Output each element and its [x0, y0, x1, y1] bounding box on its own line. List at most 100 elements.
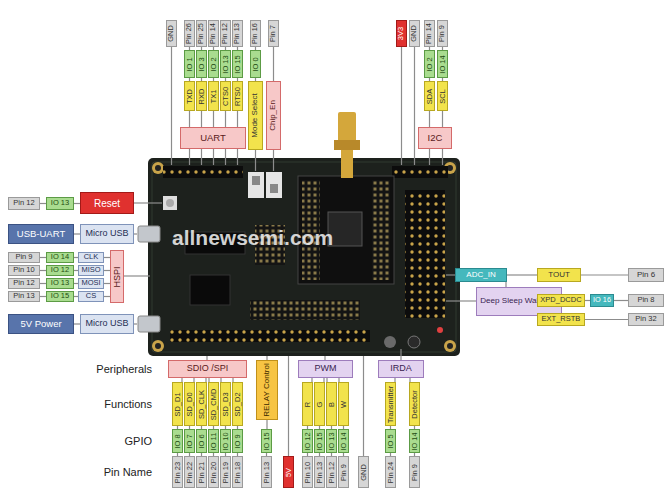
tag-text-block: IO 11 [209, 432, 217, 450]
tag-content: SD_D2 [233, 383, 242, 425]
signal-tag: IO 16 [590, 294, 614, 307]
tag-text: RELAY Control [263, 363, 272, 417]
row-label: GPIO [40, 435, 152, 447]
tag-content: Pin 10 [9, 266, 39, 275]
pin-tag: Pin 21 [196, 456, 207, 488]
tag-text-block: GND [410, 25, 418, 42]
pin-tag: Pin 14 [208, 20, 219, 47]
pin-tag: Pin 14 [424, 20, 435, 47]
pin-tag: Pin 25 [196, 20, 207, 47]
tag-text: Pin 9 [410, 463, 418, 480]
tag-text-block: CLK [84, 253, 99, 261]
tag-text: IO 15 [315, 432, 323, 450]
tag-text: 3V3 [397, 27, 405, 40]
tag-text: IO 15 [51, 292, 69, 300]
tag-content: Reset [81, 193, 133, 213]
tag-content: Pin 12 [9, 279, 39, 288]
tag-content: IO 12 [47, 266, 73, 275]
tag-content: TX1 [209, 82, 218, 110]
tag-text-block: Detector [410, 390, 418, 418]
tag-text-block: Pin 9 [438, 25, 446, 42]
tag-content: Pin 22 [185, 457, 194, 487]
tag-text-block: Pin 23 [173, 461, 181, 482]
tag-content: Pin 13 [233, 21, 242, 46]
pin-tag: Pin 12 [326, 456, 337, 488]
pin-tag: Pin 9 [8, 252, 40, 263]
function-tag: CTS0 [220, 81, 231, 111]
tag-text-block: IO 13 [51, 279, 69, 287]
group-box: UART [180, 127, 246, 149]
tag-content: TXD [185, 82, 194, 110]
tag-text-block: Pin 6 [637, 271, 655, 280]
tag-text-block: IO 14 [339, 432, 347, 450]
power-tag: 3V3 [396, 20, 407, 47]
tag-content: SDIO /SPI [169, 361, 246, 377]
tag-text: PWM [315, 364, 337, 374]
tag-content: Pin 19 [221, 457, 230, 487]
tag-text: IO 11 [209, 432, 217, 450]
port-box: Micro USB [80, 224, 134, 244]
pin-tag: Pin 12 [220, 20, 231, 47]
tag-text: Pin 14 [425, 23, 433, 44]
tag-text: G [315, 401, 323, 407]
gpio-tag: IO 10 [220, 429, 231, 453]
pin-tag: GND [358, 456, 369, 488]
tag-content: Pin 6 [629, 269, 663, 281]
tag-text-block: IO 13 [51, 199, 69, 207]
tag-text-block: Pin 13 [262, 461, 270, 482]
tag-content: IO 14 [339, 430, 348, 452]
function-tag: TOUT [537, 268, 581, 282]
tag-text: Chip_En [269, 100, 278, 131]
tag-content: Pin 9 [9, 253, 39, 262]
antenna-connector [338, 112, 356, 142]
tag-content: IO 15 [262, 430, 271, 452]
tag-content: EXT_RSTB [538, 314, 584, 325]
tag-content: I2C [419, 128, 451, 148]
tag-content: SD_D3 [221, 383, 230, 425]
group-box: HSPI [110, 250, 124, 303]
tag-text: SDA [425, 88, 433, 103]
group-box: IRDA [378, 360, 424, 378]
port-box: MOSI [78, 278, 104, 289]
function-tag: SD_CLK [196, 382, 207, 426]
tag-text: Transmitter [386, 385, 394, 423]
tag-text: SD_D2 [233, 392, 241, 416]
tag-content: Pin 32 [629, 314, 663, 325]
tag-text: Pin 14 [209, 23, 217, 44]
gpio-tag: IO 0 [250, 50, 261, 78]
tag-content: IO 8 [173, 430, 182, 452]
tag-text-block: IO 14 [51, 253, 69, 261]
connector [201, 111, 202, 127]
tag-text-block: XPD_DCDC [540, 296, 581, 304]
tag-content: Pin 7 [269, 21, 278, 46]
tag-text: R [303, 401, 311, 406]
tag-text-block: IO 6 [197, 434, 205, 448]
tag-text: GND [410, 25, 418, 42]
usb-port [138, 316, 160, 332]
tag-text: IO 1 [185, 57, 193, 71]
pin-tag: Pin 12 [8, 197, 40, 210]
function-tag: R [302, 382, 313, 426]
ir-detector [408, 336, 420, 348]
connector [581, 274, 628, 275]
tag-content: IO 1 [185, 51, 194, 77]
tag-text: IO 3 [197, 57, 205, 71]
tag-text-block: IO 15 [51, 292, 69, 300]
tag-content: IO 5 [386, 430, 395, 452]
tag-content: Detector [410, 383, 419, 425]
tag-text-block: Pin 13 [233, 23, 241, 44]
tag-text-block: IO 5 [386, 434, 394, 448]
tag-content: G [315, 383, 324, 425]
pin-tag: Pin 6 [628, 268, 664, 282]
tag-content: IO 14 [438, 51, 447, 77]
pin-tag: Pin 13 [261, 456, 272, 488]
connector [189, 111, 190, 127]
tag-content: Pin 9 [339, 457, 348, 487]
power-tag: 5V [283, 456, 294, 488]
tag-text: IO 15 [233, 55, 241, 73]
pin-header [170, 330, 370, 342]
function-tag: SD_D1 [172, 382, 183, 426]
tag-text: SDIO /SPI [187, 364, 229, 374]
tag-text-block: MISO [81, 266, 100, 274]
tag-content: GND [359, 457, 368, 487]
